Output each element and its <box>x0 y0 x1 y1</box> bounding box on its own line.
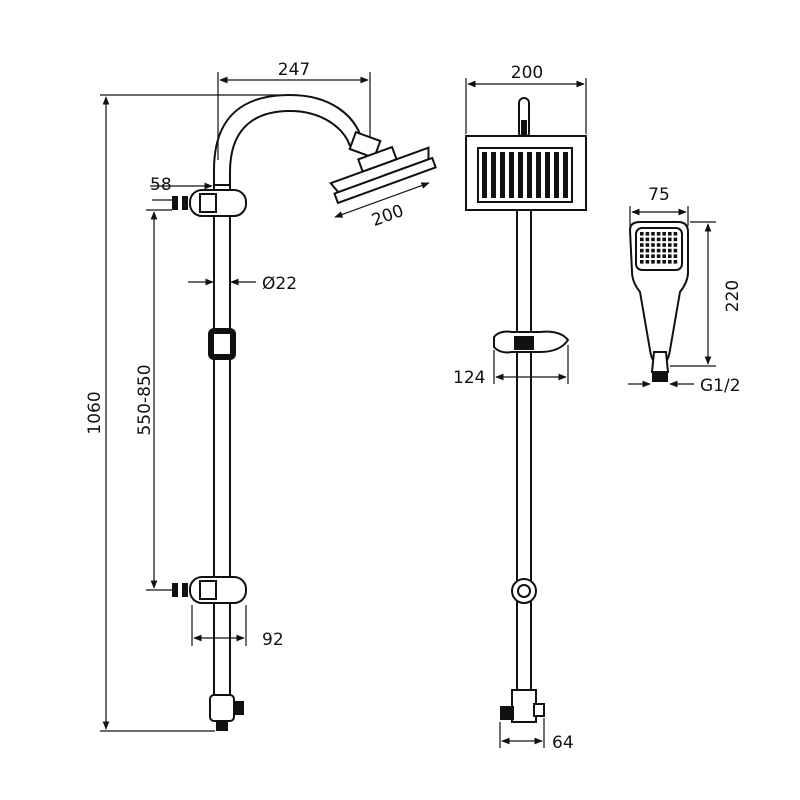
nozzle-slot <box>482 152 487 198</box>
nozzle-dot <box>662 248 666 253</box>
nozzle-slot <box>500 152 505 198</box>
nozzle-dot <box>656 232 661 236</box>
dim-handshower-width: 75 <box>648 185 670 205</box>
side-bottom-wall-bracket <box>172 576 247 604</box>
nozzle-dot <box>640 237 644 242</box>
dim-bracket-depth: 92 <box>262 630 284 650</box>
nozzle-slot <box>563 152 568 198</box>
nozzle-dot <box>662 260 666 264</box>
nozzle-dot <box>668 260 672 264</box>
nozzle-dot <box>640 243 644 247</box>
nozzle-dot <box>673 248 678 253</box>
nozzle-dot <box>662 232 666 236</box>
nozzle-dot <box>651 254 655 258</box>
nozzle-dot <box>668 248 672 253</box>
dim-total-height: 1060 <box>85 391 105 434</box>
dim-handshower-length: 220 <box>723 280 743 312</box>
dim-connection-thread: G1/2 <box>700 376 741 396</box>
nozzle-dot <box>651 237 655 242</box>
front-view: 200 124 64 <box>453 63 587 753</box>
nozzle-dot <box>645 243 650 247</box>
side-riser-tube <box>213 184 231 711</box>
nozzle-slot <box>518 152 523 198</box>
side-top-wall-bracket <box>172 189 247 217</box>
nozzle-dot <box>640 260 644 264</box>
nozzle-dot <box>656 237 661 242</box>
nozzle-dot <box>651 248 655 253</box>
dim-head-diameter: 200 <box>369 201 406 231</box>
nozzle-dot <box>640 248 644 253</box>
nozzle-dot <box>656 254 661 258</box>
nozzle-dot <box>656 243 661 247</box>
nozzle-slot <box>491 152 496 198</box>
nozzle-dot <box>662 243 666 247</box>
hand-shower-view: 75 220 G1/2 <box>628 185 743 396</box>
nozzle-dot <box>673 260 678 264</box>
dim-head-width-front: 200 <box>511 63 543 83</box>
nozzle-dot <box>656 260 661 264</box>
nozzle-dot <box>645 248 650 253</box>
nozzle-dot <box>662 237 666 242</box>
nozzle-dot <box>651 243 655 247</box>
nozzle-slot <box>536 152 541 198</box>
nozzle-dot <box>668 243 672 247</box>
front-diverter <box>500 689 545 723</box>
nozzle-dot <box>645 260 650 264</box>
dim-arm-reach: 247 <box>278 60 310 80</box>
nozzle-dot <box>645 232 650 236</box>
nozzle-dot <box>673 237 678 242</box>
nozzle-dot <box>645 254 650 258</box>
nozzle-slot <box>545 152 550 198</box>
front-riser-tube <box>516 204 532 706</box>
nozzle-dot <box>651 232 655 236</box>
side-head-connector <box>348 130 382 160</box>
dim-tube-diameter: Ø22 <box>262 274 297 294</box>
nozzle-slot <box>554 152 559 198</box>
nozzle-dot <box>662 254 666 258</box>
dim-diverter-width: 64 <box>552 733 574 753</box>
side-rain-head <box>329 145 437 205</box>
front-head-nozzles <box>477 147 573 203</box>
dim-slider-width: 124 <box>453 368 485 388</box>
nozzle-slot <box>527 152 532 198</box>
front-slider-holder <box>493 330 570 354</box>
nozzle-dot <box>640 232 644 236</box>
hand-shower-nozzle-grid <box>640 232 678 264</box>
nozzle-dot <box>673 232 678 236</box>
nozzle-dot <box>640 254 644 258</box>
nozzle-dot <box>668 232 672 236</box>
side-diverter <box>209 694 244 731</box>
dim-bracket-range: 550-850 <box>135 364 155 435</box>
nozzle-dot <box>673 254 678 258</box>
nozzle-slot <box>509 152 514 198</box>
side-view: 247 200 58 Ø22 1060 550-850 92 <box>85 60 437 732</box>
nozzle-dot <box>668 237 672 242</box>
side-middle-slider <box>208 328 236 360</box>
nozzle-dot <box>645 237 650 242</box>
dim-wall-offset: 58 <box>150 175 172 195</box>
nozzle-dot <box>651 260 655 264</box>
nozzle-dot <box>673 243 678 247</box>
nozzle-dot <box>668 254 672 258</box>
nozzle-dot <box>656 248 661 253</box>
